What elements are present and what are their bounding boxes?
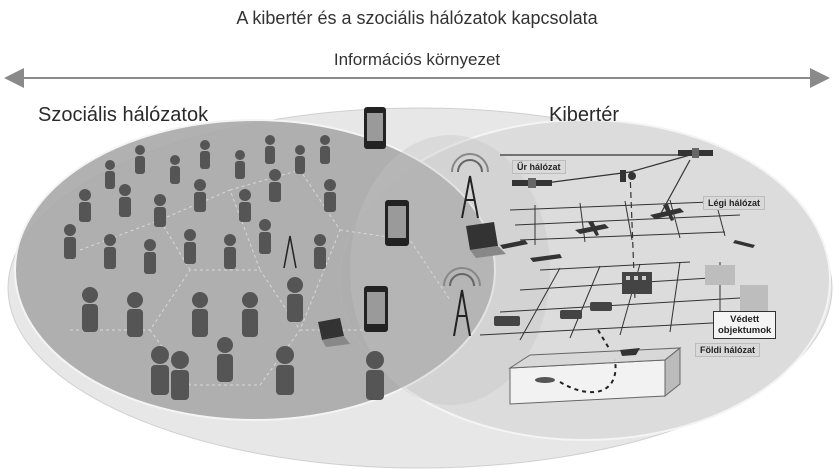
information-environment-label: Információs környezet bbox=[333, 50, 501, 69]
aircraft-icon bbox=[530, 254, 562, 262]
cell-tower-icon bbox=[283, 235, 297, 269]
people-figures bbox=[64, 135, 384, 400]
satellite-icon bbox=[678, 148, 713, 158]
building-icon bbox=[705, 265, 768, 311]
space-network-label: Űr hálózat bbox=[512, 160, 566, 174]
cell-tower-icon bbox=[451, 153, 489, 219]
aircraft-icon bbox=[733, 240, 755, 248]
cell-tower-icon bbox=[443, 267, 481, 337]
satellite-icon bbox=[512, 178, 552, 188]
social-networks-label: Szociális hálózatok bbox=[38, 104, 209, 126]
air-network-label: Légi hálózat bbox=[703, 196, 766, 210]
smartphone-icon bbox=[364, 286, 388, 332]
aircraft-icon bbox=[500, 240, 528, 249]
protected-objects-line2: objektumok bbox=[718, 325, 772, 336]
ground-network-grid bbox=[479, 261, 771, 341]
smartphone-icon bbox=[364, 107, 386, 149]
sea-box bbox=[508, 346, 682, 405]
building-icon bbox=[622, 272, 652, 294]
ground-network-label: Földi hálózat bbox=[695, 343, 760, 357]
protected-objects-line1: Védett bbox=[730, 314, 760, 325]
protected-objects-label: Védett objektumok bbox=[713, 311, 777, 339]
cyberspace-label: Kibertér bbox=[549, 104, 620, 126]
smartphone-icon bbox=[385, 200, 409, 246]
aircraft-icon bbox=[650, 204, 684, 221]
link-to-sea bbox=[597, 329, 611, 351]
satellite-icon bbox=[620, 170, 636, 182]
laptop-icon bbox=[466, 222, 506, 258]
laptop-icon bbox=[318, 318, 350, 347]
diagram-title: A kibertér és a szociális hálózatok kapc… bbox=[236, 8, 598, 28]
vehicle-icon bbox=[494, 302, 612, 326]
aircraft-icon bbox=[575, 221, 609, 236]
